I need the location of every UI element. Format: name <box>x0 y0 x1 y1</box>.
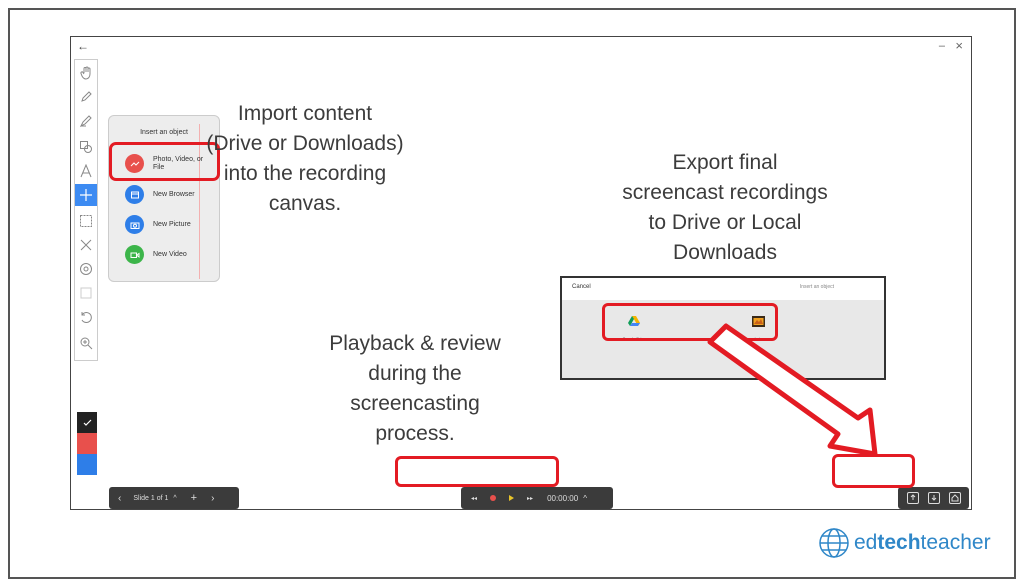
minimize-button[interactable]: – <box>938 40 945 52</box>
record-button[interactable] <box>490 495 497 501</box>
insert-option-label: New Browser <box>153 190 195 198</box>
brand-name: edtechteacher <box>854 531 991 555</box>
recording-canvas-window: ← – × Insert an object Photo, Video, or … <box>70 36 972 510</box>
insert-photo-video-file[interactable]: Photo, Video, or File <box>125 154 213 173</box>
select-icon[interactable] <box>75 210 97 232</box>
caption-line: to Drive or Local <box>648 211 802 234</box>
dialog-header: Cancel Insert an object <box>562 278 884 300</box>
globe-icon <box>819 528 849 558</box>
shapes-icon[interactable] <box>75 136 97 158</box>
color-swatches <box>77 412 97 475</box>
prev-slide-button[interactable]: ‹ <box>118 492 122 504</box>
slide-navigation-bar: ‹ Slide 1 of 1 ^ + › <box>109 487 239 509</box>
playback-caret-icon[interactable]: ^ <box>583 493 587 503</box>
brand-suffix: teacher <box>920 531 991 554</box>
caption-line: process. <box>375 422 455 445</box>
insert-option-label: Photo, Video, or File <box>153 155 204 171</box>
recording-timer: 00:00:00 <box>547 493 579 503</box>
highlight-export-buttons <box>832 454 915 488</box>
highlight-playback-bar <box>395 456 559 487</box>
undo-icon[interactable] <box>75 306 97 328</box>
brand-prefix: ed <box>854 531 878 554</box>
target-icon[interactable] <box>75 258 97 280</box>
dialog-title: Insert an object <box>799 284 834 290</box>
photo-icon <box>125 154 144 173</box>
video-icon <box>125 245 144 264</box>
insert-panel-title: Insert an object <box>140 129 188 136</box>
close-button[interactable]: × <box>955 38 963 53</box>
pointer-arrow <box>707 323 878 457</box>
insert-new-browser[interactable]: New Browser <box>125 185 213 204</box>
fast-forward-button[interactable]: ▸▸ <box>527 495 534 502</box>
slide-frame: ← – × Insert an object Photo, Video, or … <box>8 8 1016 579</box>
caption-line: Export final <box>672 151 778 174</box>
add-slide-button[interactable]: + <box>190 492 198 504</box>
zoom-icon[interactable] <box>75 332 97 354</box>
text-icon[interactable] <box>75 160 97 182</box>
local-storage-icon <box>751 316 765 327</box>
swatch-red[interactable] <box>77 433 97 454</box>
export-upload-icon[interactable] <box>906 492 919 504</box>
insert-new-picture[interactable]: New Picture <box>125 215 213 234</box>
insert-plus-icon[interactable] <box>75 184 97 206</box>
insert-option-label: New Picture <box>153 220 191 228</box>
slide-counter: Slide 1 of 1 <box>133 494 169 502</box>
drawing-toolbar <box>74 59 98 361</box>
home-icon[interactable] <box>948 492 961 504</box>
export-download-icon[interactable] <box>927 492 940 504</box>
caption-line: into the recording <box>223 162 387 185</box>
dialog-cancel-button[interactable]: Cancel <box>572 284 591 290</box>
highlight-photo-option <box>109 142 220 181</box>
slide-menu-caret-icon[interactable]: ^ <box>173 494 177 502</box>
caption-playback: Playback & review during the screencasti… <box>290 329 540 449</box>
brand-bold: tech <box>877 531 921 554</box>
playback-bar: ◂◂ ▸▸ 00:00:00 ^ <box>461 487 613 509</box>
highlighter-icon[interactable] <box>75 110 97 132</box>
caption-line: screencasting <box>350 392 480 415</box>
insert-new-video[interactable]: New Video <box>125 245 213 264</box>
browser-icon <box>125 185 144 204</box>
caption-export: Export final screencast recordings to Dr… <box>590 148 860 268</box>
swatch-black[interactable] <box>77 412 97 433</box>
edtechteacher-logo: edtechteacher <box>817 526 991 560</box>
export-buttons <box>898 487 969 509</box>
caption-line: Playback & review <box>329 332 501 355</box>
delete-icon[interactable] <box>75 234 97 256</box>
google-drive-icon <box>628 316 640 326</box>
pen-icon[interactable] <box>75 86 97 108</box>
caption-import: Import content (Drive or Downloads) into… <box>170 99 440 219</box>
play-icon[interactable] <box>509 495 515 501</box>
caption-line: Downloads <box>673 241 777 264</box>
insert-option-label: New Video <box>153 250 187 258</box>
rewind-button[interactable]: ◂◂ <box>471 495 478 502</box>
back-arrow-icon[interactable]: ← <box>77 39 89 53</box>
caption-line: during the <box>368 362 462 385</box>
caption-line: screencast recordings <box>622 181 828 204</box>
frame-icon[interactable] <box>75 282 97 304</box>
caption-line: canvas. <box>268 192 342 215</box>
caption-line: (Drive or Downloads) <box>206 132 404 155</box>
camera-icon <box>125 215 144 234</box>
next-slide-button[interactable]: › <box>211 492 215 504</box>
hand-icon[interactable] <box>75 62 97 84</box>
highlight-export-options <box>602 303 778 341</box>
caption-line: Import content <box>237 102 373 125</box>
swatch-blue[interactable] <box>77 454 97 475</box>
panel-divider <box>199 124 200 279</box>
